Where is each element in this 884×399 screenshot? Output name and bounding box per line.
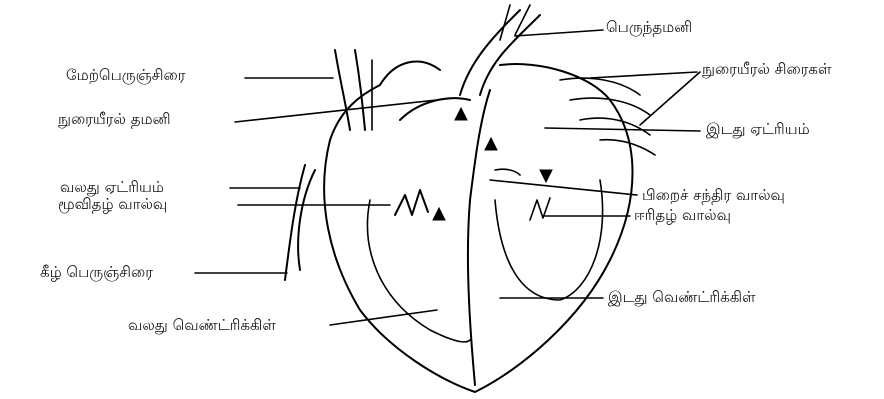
label-tricuspid-valve: மூவிதழ் வால்வு: [58, 195, 167, 213]
label-inferior-vena-cava: கீழ் பெருஞ்சிரை: [40, 263, 153, 281]
label-right-atrium: வலது ஏட்ரியம்: [60, 178, 164, 196]
label-pulmonary-veins: நுரையீரல் சிரைகள்: [702, 60, 832, 78]
label-left-atrium: இடது ஏட்ரியம்: [706, 120, 810, 138]
label-pulmonary-artery: நுரையீரல் தமனி: [58, 110, 171, 128]
label-bicuspid-valve: ஈரிதழ் வால்வு: [634, 206, 731, 224]
label-left-ventricle: இடது வெண்ட்ரிக்கிள்: [608, 288, 756, 306]
label-semilunar-valve: பிறைச் சந்திர வால்வு: [642, 186, 785, 204]
label-superior-vena-cava: மேற்பெருஞ்சிரை: [66, 66, 185, 84]
label-aorta: பெருந்தமனி: [606, 18, 692, 36]
label-right-ventricle: வலது வெண்ட்ரிக்கிள்: [128, 316, 276, 334]
